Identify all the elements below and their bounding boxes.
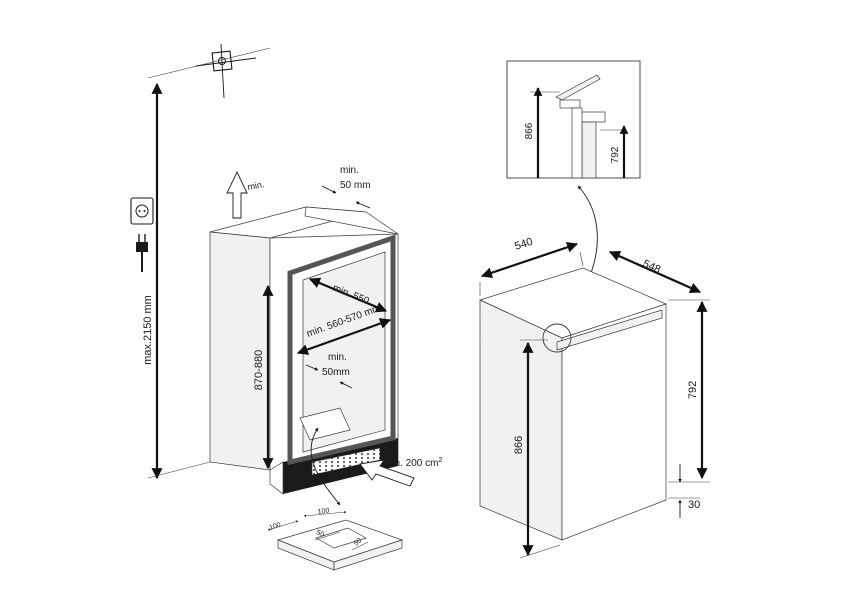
airflow-arrow-icon xyxy=(226,170,248,219)
wall-socket-icon xyxy=(130,197,154,225)
appliance-height-body-label: 792 xyxy=(687,381,699,399)
floor-line xyxy=(147,461,211,479)
built-in-fridge xyxy=(479,267,667,541)
height-max-label: max.2150 mm xyxy=(142,295,154,365)
top-gap-min-label: min. xyxy=(340,165,359,176)
niche-height-label: 870-880 xyxy=(253,350,265,390)
back-gap-min-label: min. xyxy=(328,352,347,363)
vent-area-sup: 2 xyxy=(438,457,442,464)
power-plug-icon xyxy=(136,234,148,272)
appliance-width-dimension xyxy=(480,241,579,279)
top-vent-min-label: min. xyxy=(247,179,265,192)
grille-dim-50a: 50 xyxy=(315,529,325,538)
ceiling-anchor-icon xyxy=(195,43,257,99)
detail-height-body-label: 792 xyxy=(610,146,621,163)
detail-height-total-label: 866 xyxy=(524,122,535,139)
grille-detail-arrow xyxy=(310,427,341,506)
appliance-depth-dimension xyxy=(608,250,702,294)
grille-dim-100b: 100 xyxy=(317,507,330,516)
vent-area-label: min. 200 cm2 xyxy=(384,457,442,469)
vent-area-text: min. 200 cm xyxy=(384,458,438,469)
appliance-width-label: 540 xyxy=(513,236,534,253)
appliance-foot-label: 30 xyxy=(688,499,700,511)
total-height-dimension: max.2150 mm xyxy=(142,82,163,480)
appliance-height-total-label: 866 xyxy=(513,436,525,454)
niche-depth-dimension xyxy=(308,277,388,313)
grille-dim-50b: 50 xyxy=(353,537,364,547)
top-gap-value-label: 50 mm xyxy=(340,180,371,191)
niche-width-dimension xyxy=(296,318,392,355)
back-gap-value-label: 50mm xyxy=(322,367,350,378)
hinge-detail-inset xyxy=(506,60,641,179)
plinth-airflow-arrow-icon xyxy=(359,459,415,487)
grille-dim-100a: 100 xyxy=(268,522,281,532)
ventilation-grille-detail xyxy=(267,511,404,571)
ceiling xyxy=(147,43,271,99)
